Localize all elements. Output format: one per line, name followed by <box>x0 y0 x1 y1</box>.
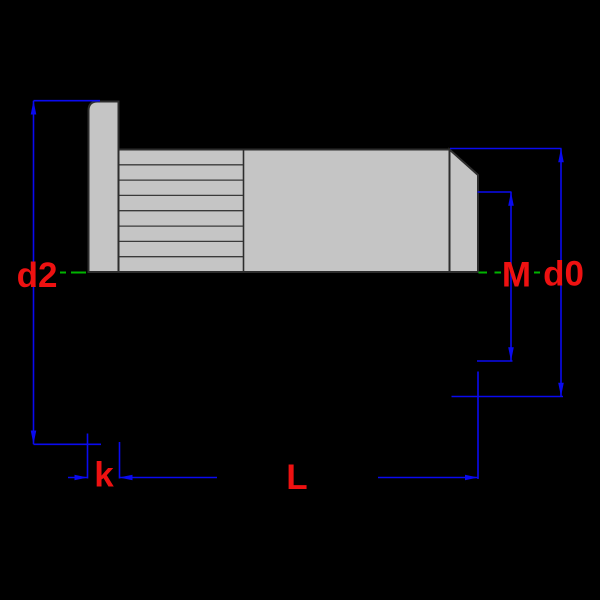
rivet-nut-flange <box>87 100 120 273</box>
label-M: M <box>502 256 531 295</box>
rivet-nut-chamfered-tip <box>448 147 479 273</box>
label-d2: d2 <box>17 256 58 295</box>
dimension-d0 <box>450 147 564 398</box>
l-arrow-right <box>465 474 478 481</box>
l-arrow-left <box>119 474 133 481</box>
d2-arrow-up <box>30 100 37 115</box>
dimension-d2 <box>30 99 101 446</box>
knurl-lines <box>119 164 243 258</box>
dimension-labels: d2 k L M d0 <box>17 255 584 498</box>
dimension-k <box>68 433 121 481</box>
label-k: k <box>94 456 114 495</box>
label-L: L <box>286 458 307 497</box>
dimension-M <box>477 191 514 362</box>
d0-arrow-up <box>558 148 564 163</box>
m-arrow-up <box>508 192 514 206</box>
rivet-nut-part <box>87 100 479 273</box>
label-d0: d0 <box>543 255 584 294</box>
k-arrow-right <box>74 474 88 481</box>
m-arrow-down <box>508 347 514 361</box>
d2-arrow-down <box>30 430 37 445</box>
dimension-L <box>119 371 479 481</box>
d0-arrow-down <box>558 382 564 397</box>
